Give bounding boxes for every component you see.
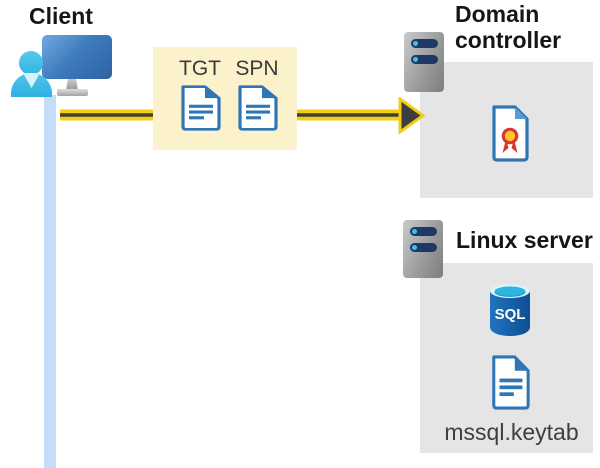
spn-document-icon (238, 85, 278, 131)
client-label: Client (29, 3, 93, 29)
linux-server-icon (403, 220, 443, 278)
server-slot (410, 243, 437, 252)
certificate-icon (492, 105, 529, 162)
linux-server-label: Linux server (456, 227, 593, 253)
server-slot (410, 227, 437, 236)
sql-database-icon: SQL (490, 284, 530, 336)
arrowhead-icon (398, 97, 425, 134)
person-icon (19, 51, 43, 75)
ticket-box: TGT SPN (153, 47, 297, 150)
spn-ticket: SPN (235, 57, 279, 136)
tgt-document-icon (181, 85, 221, 131)
monitor-icon (42, 35, 112, 79)
tgt-ticket: TGT (178, 57, 222, 136)
keytab-document-icon (492, 355, 530, 410)
server-slot (411, 39, 438, 48)
server-slot (411, 55, 438, 64)
spn-label: SPN (235, 57, 279, 80)
tgt-label: TGT (179, 57, 221, 80)
domain-controller-label: Domain controller (455, 1, 562, 53)
client-network-line (44, 95, 56, 468)
monitor-stand-base (57, 89, 88, 96)
domain-controller-server-icon (404, 32, 444, 92)
monitor-stand (66, 78, 78, 90)
keytab-file-label: mssql.keytab (444, 419, 579, 445)
sql-text: SQL (495, 306, 526, 323)
